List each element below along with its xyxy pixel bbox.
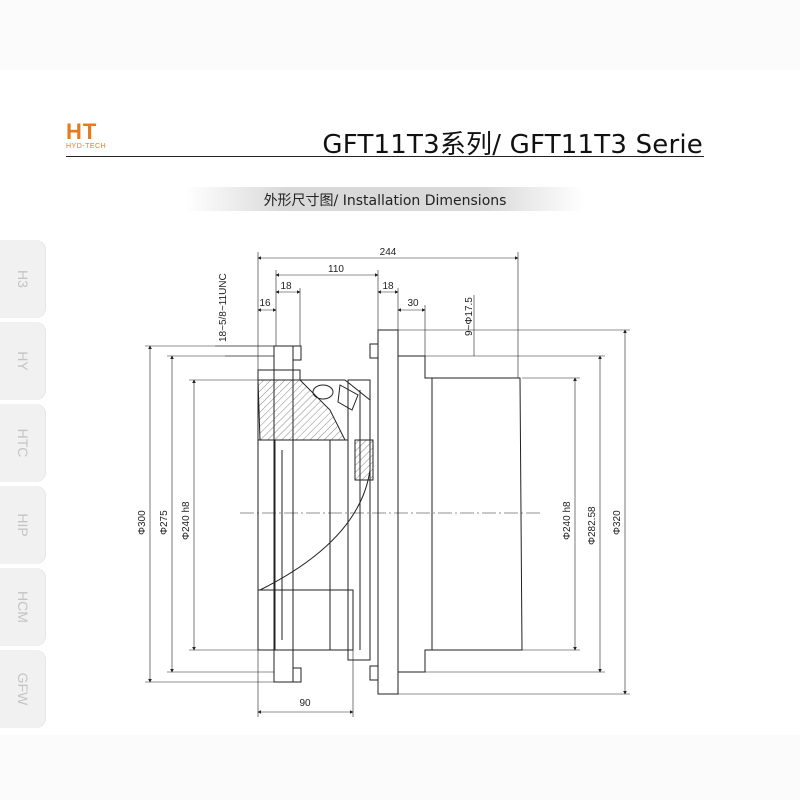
- label-30: 30: [407, 298, 419, 309]
- label-dia-320: Φ320: [612, 510, 623, 535]
- tab-htc[interactable]: HTC: [0, 404, 46, 482]
- label-dia-300: Φ300: [137, 510, 148, 535]
- left-flange-lip-bottom: [292, 667, 302, 683]
- section-title: 外形尺寸图/ Installation Dimensions: [263, 193, 507, 209]
- right-flange-lip-top: [369, 343, 379, 359]
- label-thread-callout: 18~5/8~11UNC: [218, 273, 229, 342]
- label-dia-240-left: Φ240 h8: [181, 501, 192, 540]
- section-header: 外形尺寸图/ Installation Dimensions: [186, 187, 584, 211]
- hub-section-hatch: [257, 379, 346, 441]
- inner-bore-lower: [257, 589, 354, 651]
- left-flange-lip-top: [292, 345, 302, 361]
- tab-hip[interactable]: HIP: [0, 486, 46, 564]
- label-18-left: 18: [280, 281, 292, 292]
- seal-ring: [312, 384, 334, 400]
- label-110: 110: [328, 264, 344, 275]
- motor-housing: [397, 355, 523, 673]
- tab-h3[interactable]: H3: [0, 240, 46, 318]
- label-dia-282: Φ282.58: [587, 506, 598, 545]
- label-dia-275: Φ275: [159, 510, 170, 535]
- page-title: GFT11T3系列/ GFT11T3 Serie: [322, 130, 703, 160]
- tab-gfw[interactable]: GFW: [0, 650, 46, 728]
- tab-hy[interactable]: HY: [0, 322, 46, 400]
- top-margin: [0, 0, 800, 70]
- inner-bore-upper: [257, 439, 349, 591]
- seal-lip: [337, 384, 359, 411]
- label-18-right: 18: [382, 281, 394, 292]
- bottom-margin: [0, 735, 800, 800]
- right-flange: [377, 329, 399, 695]
- label-90: 90: [299, 698, 311, 709]
- title-divider: [66, 156, 704, 157]
- label-244: 244: [380, 247, 397, 258]
- left-flange-body: [273, 345, 294, 683]
- tab-hcm[interactable]: HCM: [0, 568, 46, 646]
- right-flange-lip-bottom: [369, 665, 379, 681]
- drum-left-wall: [347, 379, 371, 661]
- label-dia-240-right: Φ240 h8: [562, 501, 573, 540]
- hyd-tech-logo: HT HYD-TECH: [66, 121, 126, 157]
- logo-mark: HT: [66, 119, 98, 144]
- label-16: 16: [259, 298, 271, 309]
- label-hole-callout: 9~Φ17.5: [464, 297, 475, 336]
- logo-subtitle: HYD-TECH: [66, 143, 107, 150]
